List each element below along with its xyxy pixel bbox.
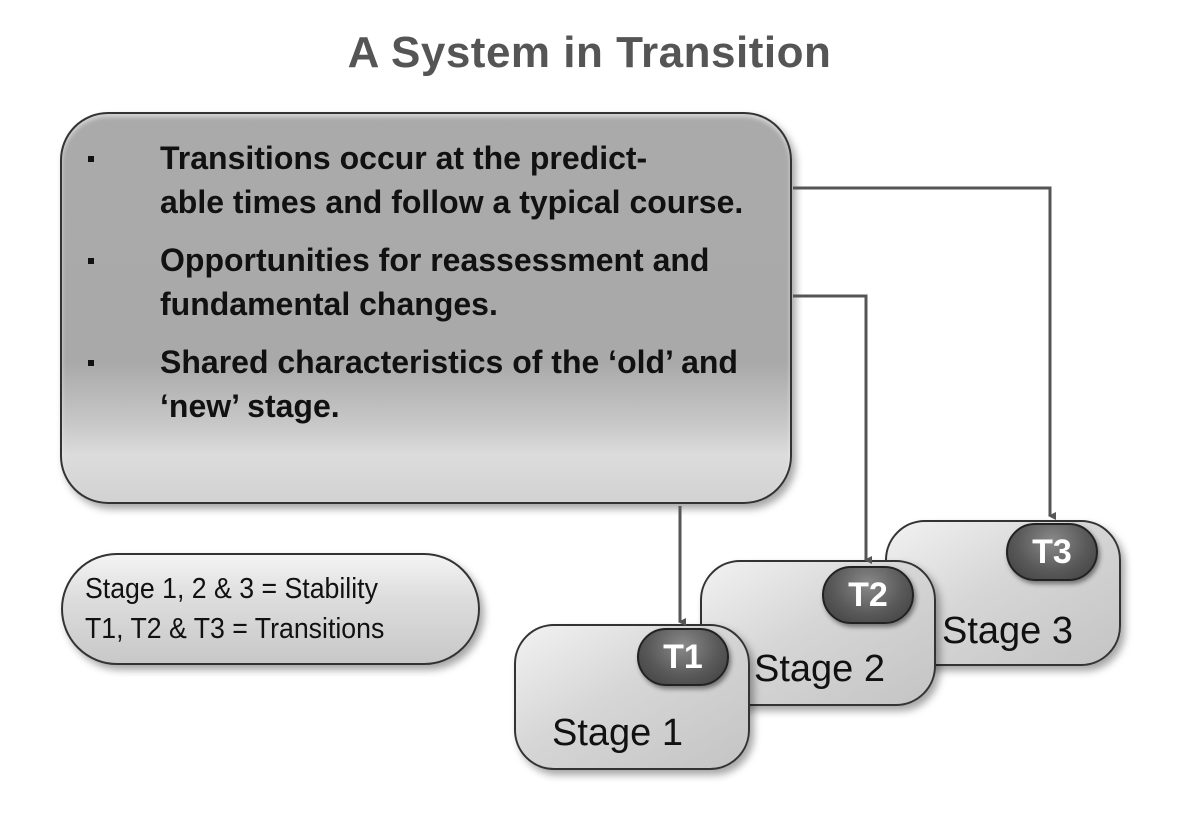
bullet-item: Opportunities for reassessment and funda… [62, 238, 790, 326]
legend-box: Stage 1, 2 & 3 = Stability T1, T2 & T3 =… [61, 553, 480, 665]
bullet-marker [88, 360, 94, 366]
arrow-to-t3 [793, 186, 1056, 520]
bullet-text: Opportunities for reassessment and funda… [160, 242, 710, 322]
t2-badge: T2 [822, 566, 914, 624]
stage-2-label: Stage 2 [754, 648, 885, 690]
t3-badge: T3 [1006, 523, 1098, 581]
main-info-box: Transitions occur at the predict-able ti… [60, 112, 792, 504]
legend-line-stability: Stage 1, 2 & 3 = Stability [85, 573, 378, 605]
bullet-item: Shared characteristics of the ‘old’ and … [62, 340, 790, 428]
bullet-marker [88, 258, 94, 264]
page-title: A System in Transition [347, 28, 832, 77]
legend-line-transitions: T1, T2 & T3 = Transitions [85, 613, 385, 645]
stage-2-box: Stage 2 [700, 560, 936, 706]
bullet-text: Transitions occur at the predict-able ti… [160, 140, 744, 220]
stage-1-label: Stage 1 [552, 712, 683, 754]
bullet-marker [88, 156, 94, 162]
bullet-item: Transitions occur at the predict-able ti… [62, 136, 790, 224]
arrow-to-t2 [793, 294, 872, 564]
stage-3-label: Stage 3 [942, 610, 1073, 652]
t1-badge: T1 [637, 628, 729, 686]
bullet-text: Shared characteristics of the ‘old’ and … [160, 344, 738, 424]
bullet-list: Transitions occur at the predict-able ti… [62, 136, 790, 442]
